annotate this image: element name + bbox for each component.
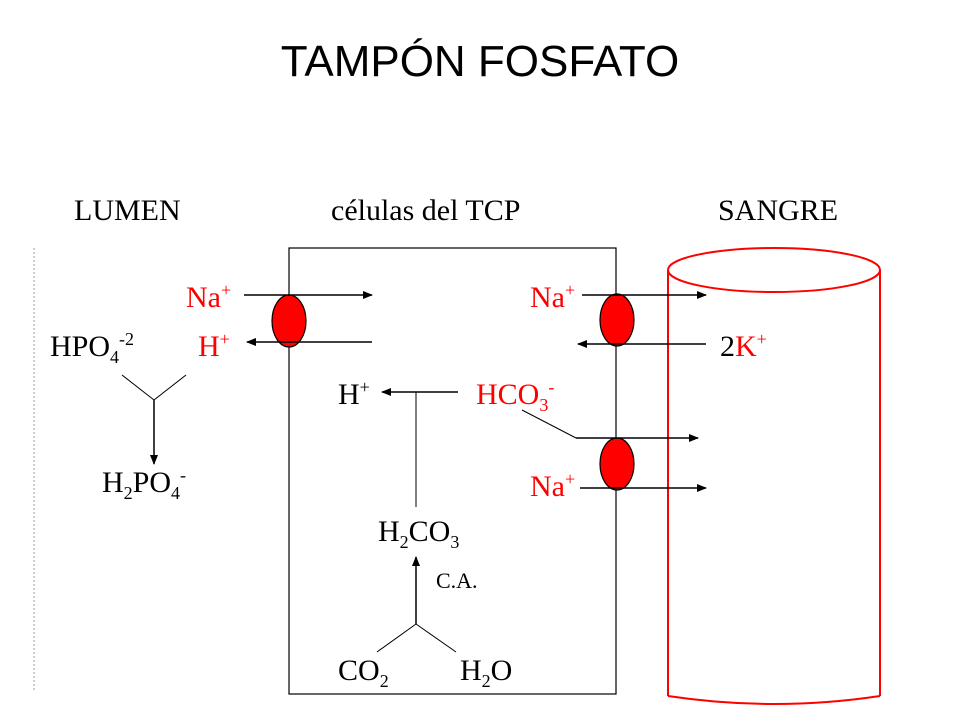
label-na-lumen: Na+ (186, 280, 232, 314)
hco3-link-line (521, 409, 577, 439)
vessel-top-ellipse (667, 247, 881, 293)
transporter-apical (271, 294, 307, 348)
label-k-blood: 2K+ (720, 329, 767, 363)
label-hpo4: HPO4-2 (50, 329, 135, 367)
label-hco3: HCO3- (476, 377, 555, 415)
co2-h2o-fork-right (415, 623, 457, 653)
label-h2po4: H2PO4- (102, 465, 187, 503)
header-cells: células del TCP (331, 194, 521, 227)
vessel-bottom-arc (667, 695, 881, 705)
label-h2o: H2O (460, 654, 513, 691)
page-title: TAMPÓN FOSFATO (280, 37, 680, 86)
label-na-cell-bottom: Na+ (530, 469, 576, 503)
phosphate-fork-left (121, 374, 155, 401)
label-co2: CO2 (338, 654, 389, 691)
label-na-cell-top: Na+ (530, 280, 576, 314)
co2-h2o-fork-left (376, 623, 417, 653)
header-lumen: LUMEN (74, 194, 181, 227)
phosphate-fork-right (153, 374, 187, 401)
header-blood: SANGRE (718, 194, 839, 227)
label-h2co3: H2CO3 (378, 515, 460, 552)
label-carbonic-anhydrase: C.A. (436, 568, 478, 593)
transporter-basolateral-top (599, 293, 635, 347)
transporter-basolateral-bottom (599, 437, 635, 491)
label-h-cell: H+ (338, 377, 370, 411)
label-h-lumen: H+ (198, 329, 230, 363)
